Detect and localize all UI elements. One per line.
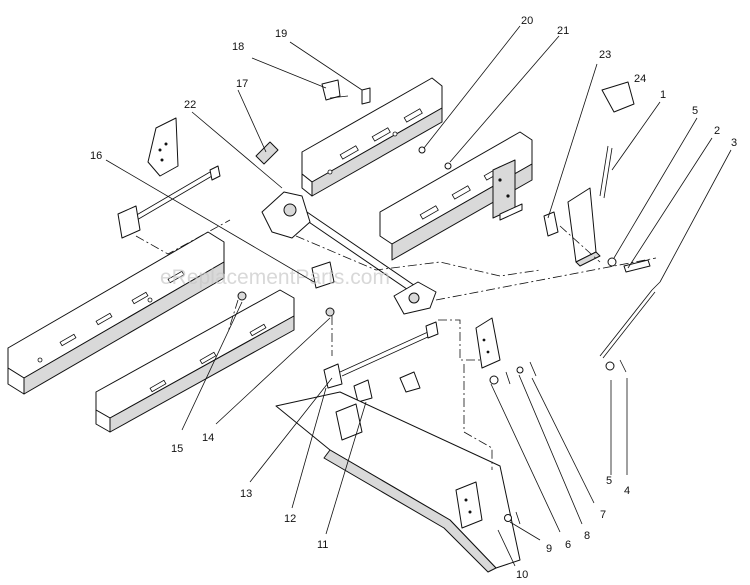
left-frame-rail	[7, 231, 225, 395]
lower-channel	[95, 289, 295, 433]
callout-1: 1	[660, 89, 666, 101]
callout-23: 23	[599, 49, 611, 61]
lever-assembly	[543, 81, 651, 273]
callout-19: 19	[275, 28, 287, 40]
callout-17: 17	[236, 78, 248, 90]
callout-6: 6	[565, 539, 571, 551]
pivot-plate-right	[475, 317, 537, 385]
leader-lines	[105, 25, 732, 567]
callout-numbers: 1 2 3 4 5 5 6 7 8 9 10 11 12 13 14 15 16…	[90, 15, 737, 581]
callout-7: 7	[600, 509, 606, 521]
callout-18: 18	[232, 41, 244, 53]
callout-21: 21	[557, 25, 569, 37]
right-link-rod	[599, 281, 661, 373]
small-hardware-top	[255, 79, 452, 170]
callout-14: 14	[202, 432, 214, 444]
left-rod-assembly	[117, 117, 221, 239]
callout-22: 22	[184, 99, 196, 111]
callout-8: 8	[584, 530, 590, 542]
callout-13: 13	[240, 488, 252, 500]
callout-4: 4	[624, 485, 630, 497]
lower-mounting-bracket	[275, 391, 521, 573]
callout-12: 12	[284, 513, 296, 525]
assembly-guide-lines	[135, 219, 657, 470]
callout-24: 24	[634, 73, 646, 85]
callout-10: 10	[516, 569, 528, 581]
upper-channel-bracket	[301, 77, 443, 197]
callout-20: 20	[521, 15, 533, 27]
callout-3: 3	[731, 137, 737, 149]
watermark: eReplacementParts.com	[160, 266, 390, 289]
cross-shaft	[261, 191, 437, 315]
callout-9: 9	[546, 543, 552, 555]
callout-5a: 5	[692, 105, 698, 117]
callout-15: 15	[171, 443, 183, 455]
callout-2: 2	[714, 125, 720, 137]
callout-16: 16	[90, 150, 102, 162]
nuts-lower-left	[237, 261, 335, 317]
callout-11: 11	[317, 539, 328, 551]
right-channel-bracket	[379, 131, 533, 261]
callout-5b: 5	[606, 475, 612, 487]
middle-link-rod	[323, 321, 439, 403]
